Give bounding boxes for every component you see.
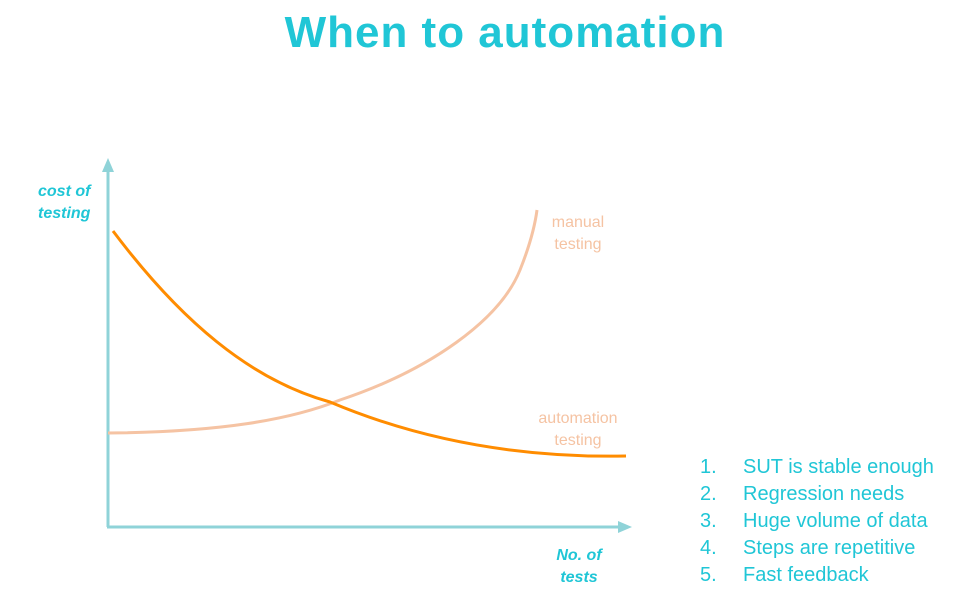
list-number: 2. — [700, 483, 717, 505]
list-item: 4. Steps are repetitive — [700, 535, 934, 562]
list-item: 3. Huge volume of data — [700, 508, 934, 535]
automation-testing-label: automation testing — [530, 408, 626, 452]
label-line: testing — [554, 432, 602, 449]
list-text: Steps are repetitive — [743, 537, 916, 559]
y-axis-label: cost of testing — [38, 181, 90, 225]
list-item: 1. SUT is stable enough — [700, 454, 934, 481]
x-axis-label-line: No. of — [556, 547, 602, 564]
manual-testing-curve — [107, 209, 539, 435]
list-item: 2. Regression needs — [700, 481, 934, 508]
y-axis-label-line: cost of — [38, 183, 91, 200]
list-number: 1. — [700, 456, 717, 478]
label-line: testing — [554, 236, 602, 253]
list-number: 5. — [700, 564, 717, 586]
list-text: SUT is stable enough — [743, 456, 934, 478]
y-axis — [102, 158, 114, 527]
automation-testing-curve — [111, 230, 627, 458]
list-text: Regression needs — [743, 483, 905, 505]
criteria-list: 1. SUT is stable enough 2. Regression need… — [700, 454, 934, 589]
label-line: manual — [551, 214, 605, 231]
page-title: When to automation — [284, 8, 726, 57]
list-text: Huge volume of data — [743, 510, 928, 532]
list-text: Fast feedback — [743, 564, 869, 586]
list-item: 5. Fast feedback — [700, 562, 934, 589]
x-axis — [107, 521, 632, 533]
list-number: 4. — [700, 537, 717, 559]
label-line: automation — [538, 410, 618, 427]
manual-testing-label: manual testing — [540, 212, 616, 256]
y-axis-label-line: testing — [38, 205, 91, 222]
list-number: 3. — [700, 510, 717, 532]
x-axis-label: No. of tests — [548, 545, 610, 589]
x-axis-label-line: tests — [560, 569, 598, 586]
